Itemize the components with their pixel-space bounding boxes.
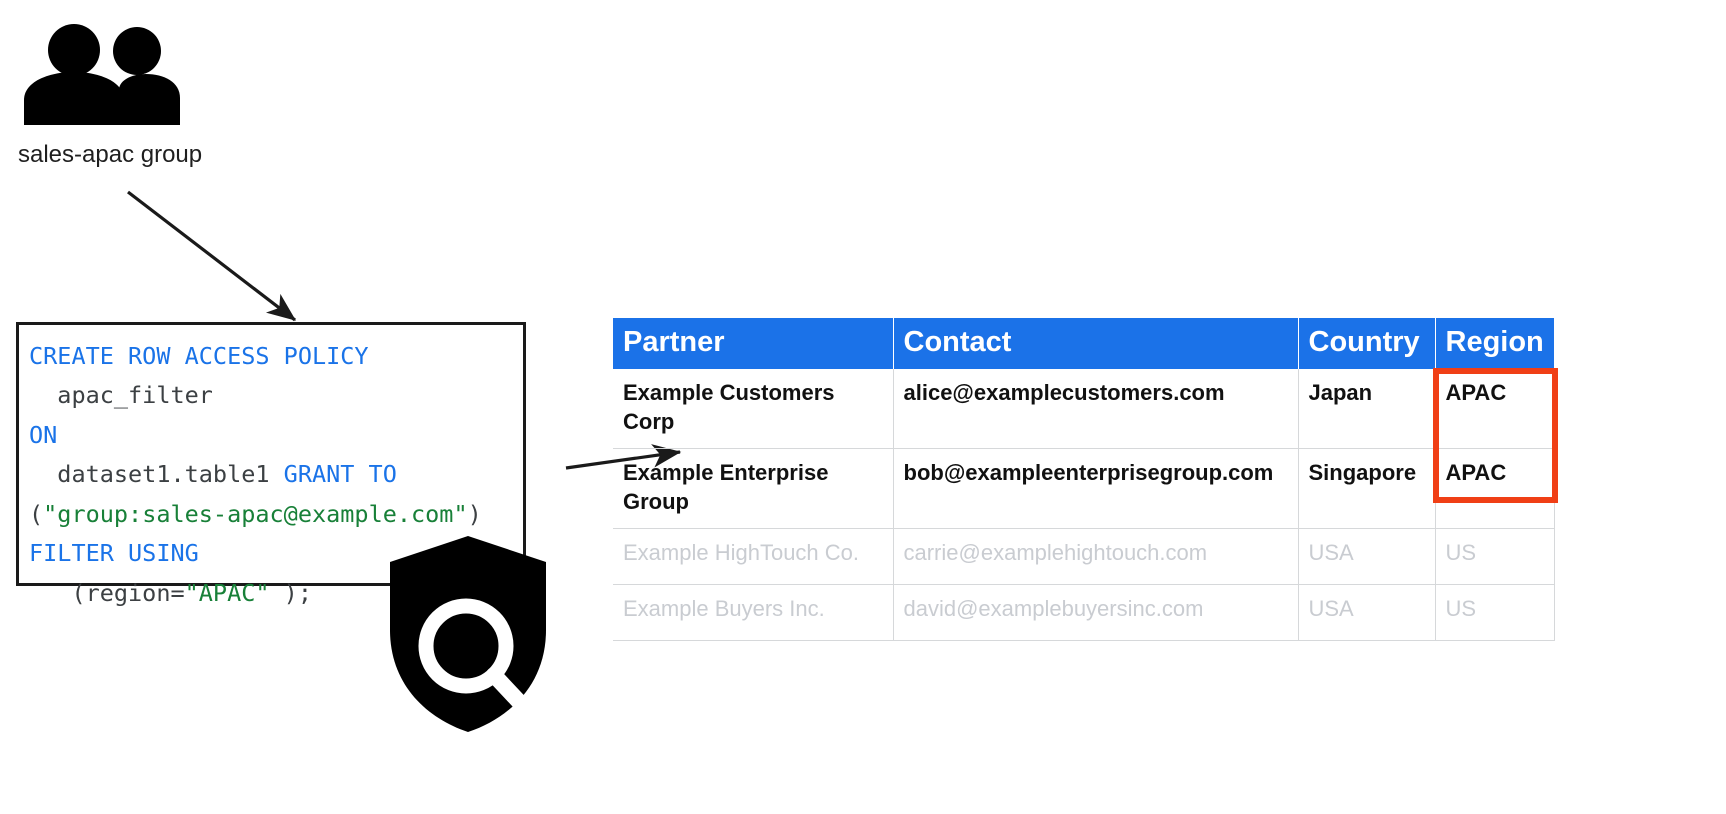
cell-partner: Example Buyers Inc.	[613, 584, 894, 642]
cell-region: US	[1435, 584, 1555, 642]
code-token-kw: ON	[29, 420, 58, 449]
code-token-str: "APAC"	[184, 578, 270, 607]
code-token-id: );	[269, 578, 312, 607]
cell-partner: Example Customers Corp	[613, 369, 894, 450]
table-row[interactable]: Example Customers Corp alice@examplecust…	[613, 369, 1555, 450]
policy-code-text: CREATE ROW ACCESS POLICY apac_filter ON …	[29, 337, 513, 613]
cell-country: Japan	[1298, 369, 1436, 450]
cell-region: US	[1435, 528, 1555, 586]
code-token-kw: CREATE ROW ACCESS POLICY	[29, 342, 369, 370]
cell-partner: Example HighTouch Co.	[613, 528, 894, 586]
table-header-row: Partner Contact Country Region	[613, 318, 1554, 369]
code-token-id: (region=	[29, 578, 185, 607]
cell-region: APAC	[1435, 369, 1555, 450]
cell-country: USA	[1298, 584, 1436, 642]
cell-contact: david@examplebuyersinc.com	[893, 584, 1299, 642]
people-group-icon	[22, 22, 200, 127]
code-token-kw: GRANT TO	[283, 460, 397, 489]
column-header-partner[interactable]: Partner	[613, 318, 894, 369]
code-token-id: dataset1.table1	[29, 460, 284, 489]
code-token-kw: FILTER USING	[29, 539, 199, 568]
partners-table: Partner Contact Country Region Example C…	[613, 318, 1555, 642]
table-row[interactable]: Example HighTouch Co. carrie@examplehigh…	[613, 528, 1555, 586]
shield-search-icon	[388, 534, 548, 734]
cell-contact: alice@examplecustomers.com	[893, 369, 1299, 450]
group-block: sales-apac group	[18, 22, 280, 170]
code-token-pun: (	[29, 499, 44, 528]
column-header-contact[interactable]: Contact	[893, 318, 1299, 369]
partners-table-container: Partner Contact Country Region Example C…	[613, 318, 1555, 642]
table-body: Example Customers Corp alice@examplecust…	[613, 369, 1555, 642]
policy-code-box: CREATE ROW ACCESS POLICY apac_filter ON …	[16, 322, 526, 607]
code-token-str: "group:sales-apac@example.com"	[43, 499, 468, 528]
cell-contact: carrie@examplehightouch.com	[893, 528, 1299, 586]
cell-contact: bob@exampleenterprisegroup.com	[893, 448, 1299, 530]
code-token-pun: )	[467, 499, 482, 528]
column-header-country[interactable]: Country	[1298, 318, 1436, 369]
cell-country: Singapore	[1298, 448, 1436, 530]
code-token-id: apac_filter	[29, 381, 213, 410]
group-label: sales-apac group	[18, 141, 203, 168]
table-row[interactable]: Example Buyers Inc. david@examplebuyersi…	[613, 584, 1555, 642]
column-header-region[interactable]: Region	[1435, 318, 1554, 369]
table-row[interactable]: Example Enterprise Group bob@exampleente…	[613, 448, 1555, 530]
arrow-group-to-policy	[127, 190, 297, 322]
cell-partner: Example Enterprise Group	[613, 448, 894, 530]
cell-region: APAC	[1435, 448, 1555, 530]
cell-country: USA	[1298, 528, 1436, 586]
